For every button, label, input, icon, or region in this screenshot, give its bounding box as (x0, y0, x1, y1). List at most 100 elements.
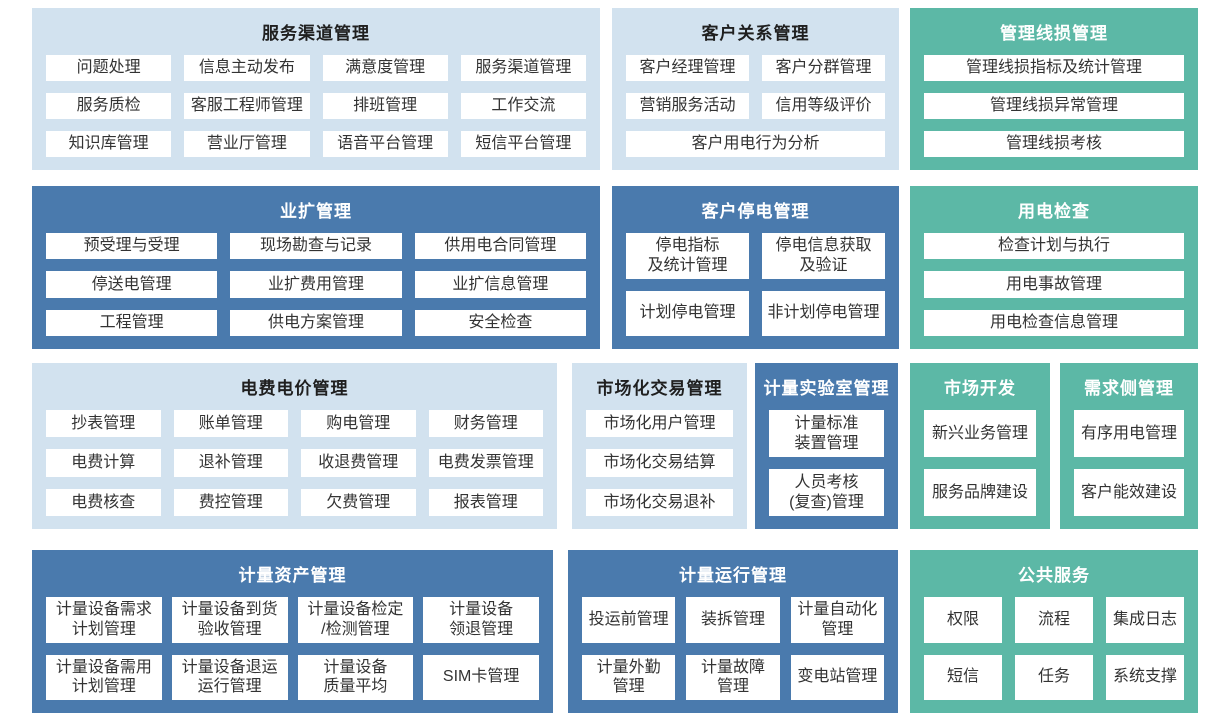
module-grid: 权限 流程 集成日志 短信 任务 系统支撑 (910, 595, 1198, 713)
module-item: 检查计划与执行 (924, 233, 1184, 260)
block-title: 市场开发 (944, 379, 1016, 398)
module-item: 抄表管理 (46, 410, 161, 438)
module-item: 流程 (1015, 597, 1093, 643)
module-item: 短信平台管理 (460, 131, 586, 157)
module-item: 投运前管理 (582, 597, 676, 643)
module-item: 电费核查 (46, 488, 161, 516)
module-item: 计量设备 领退管理 (423, 597, 539, 643)
module-item: 知识库管理 (46, 131, 172, 157)
module-item: 系统支撑 (1106, 654, 1184, 700)
block-title: 客户关系管理 (701, 24, 810, 43)
module-item: 停电信息获取 及验证 (762, 233, 885, 279)
module-item: 安全检查 (414, 309, 586, 336)
module-item: 新兴业务管理 (924, 410, 1036, 457)
module-item: 管理线损考核 (924, 131, 1184, 157)
module-item: 市场化交易退补 (586, 488, 733, 516)
block-billing-pricing: 电费电价管理 抄表管理 账单管理 购电管理 财务管理 电费计算 退补管理 收退费… (32, 363, 557, 529)
block-title: 业扩管理 (280, 202, 352, 221)
module-item: 报表管理 (428, 488, 543, 516)
module-item: 计量设备到货 验收管理 (171, 597, 288, 643)
module-item: 集成日志 (1106, 597, 1184, 643)
module-item: 账单管理 (173, 410, 288, 438)
module-item: 用电事故管理 (924, 271, 1184, 298)
module-item: 短信 (924, 654, 1002, 700)
module-item: 计量自动化 管理 (790, 597, 884, 643)
block-business-expansion: 业扩管理 预受理与受理 现场勘查与记录 供用电合同管理 停送电管理 业扩费用管理… (32, 186, 600, 349)
module-item: 满意度管理 (322, 55, 448, 81)
block-title: 管理线损管理 (1000, 24, 1108, 43)
module-item: 业扩费用管理 (230, 271, 402, 298)
module-item: 财务管理 (428, 410, 543, 438)
module-item: 装拆管理 (686, 597, 780, 643)
module-item: 客户分群管理 (762, 55, 885, 81)
module-item: 业扩信息管理 (414, 271, 586, 298)
module-item: 客服工程师管理 (184, 93, 310, 119)
module-item: 有序用电管理 (1074, 410, 1184, 457)
block-market-trading: 市场化交易管理 市场化用户管理 市场化交易结算 市场化交易退补 (572, 363, 747, 529)
module-item: 计量设备需用 计划管理 (46, 654, 162, 700)
module-grid: 客户经理管理 客户分群管理 营销服务活动 信用等级评价 客户用电行为分析 (612, 53, 899, 170)
module-item: 变电站管理 (790, 654, 884, 700)
module-item: 市场化交易结算 (586, 449, 733, 477)
module-item: 管理线损指标及统计管理 (924, 55, 1184, 81)
module-grid: 计量设备需求 计划管理 计量设备到货 验收管理 计量设备检定 /检测管理 计量设… (32, 595, 553, 713)
block-title: 市场化交易管理 (596, 379, 723, 398)
module-item: 市场化用户管理 (586, 410, 733, 438)
module-item: 客户用电行为分析 (626, 131, 885, 157)
block-market-development: 市场开发 新兴业务管理 服务品牌建设 (910, 363, 1050, 529)
module-item: 营业厅管理 (184, 131, 310, 157)
module-item: 退补管理 (173, 449, 288, 477)
module-item: 计量设备需求 计划管理 (46, 597, 162, 643)
module-item: SIM卡管理 (423, 654, 539, 700)
module-grid: 计量标准 装置管理 人员考核 (复查)管理 (755, 408, 898, 529)
module-item: 信息主动发布 (184, 55, 310, 81)
block-service-channel: 服务渠道管理 问题处理 信息主动发布 满意度管理 服务渠道管理 服务质检 客服工… (32, 8, 600, 170)
module-grid: 管理线损指标及统计管理 管理线损异常管理 管理线损考核 (910, 53, 1198, 170)
block-metering-lab: 计量实验室管理 计量标准 装置管理 人员考核 (复查)管理 (755, 363, 898, 529)
module-item: 预受理与受理 (46, 233, 218, 260)
block-title: 客户停电管理 (701, 202, 810, 221)
block-public-services: 公共服务 权限 流程 集成日志 短信 任务 系统支撑 (910, 550, 1198, 713)
module-item: 现场勘查与记录 (230, 233, 402, 260)
module-item: 计量故障 管理 (686, 654, 780, 700)
block-demand-side: 需求侧管理 有序用电管理 客户能效建设 (1060, 363, 1198, 529)
module-item: 电费发票管理 (428, 449, 543, 477)
module-item: 费控管理 (173, 488, 288, 516)
module-item: 管理线损异常管理 (924, 93, 1184, 119)
block-title: 电费电价管理 (240, 379, 349, 398)
module-item: 欠费管理 (301, 488, 416, 516)
block-customer-relationship: 客户关系管理 客户经理管理 客户分群管理 营销服务活动 信用等级评价 客户用电行… (612, 8, 899, 170)
module-item: 计量设备检定 /检测管理 (297, 597, 414, 643)
block-metering-operation: 计量运行管理 投运前管理 装拆管理 计量自动化 管理 计量外勤 管理 计量故障 … (568, 550, 898, 713)
module-item: 人员考核 (复查)管理 (769, 469, 884, 516)
block-customer-outage: 客户停电管理 停电指标 及统计管理 停电信息获取 及验证 计划停电管理 非计划停… (612, 186, 899, 349)
module-item: 服务渠道管理 (460, 55, 586, 81)
module-item: 服务品牌建设 (924, 469, 1036, 516)
module-item: 停送电管理 (46, 271, 218, 298)
block-power-inspection: 用电检查 检查计划与执行 用电事故管理 用电检查信息管理 (910, 186, 1198, 349)
module-item: 问题处理 (46, 55, 172, 81)
module-grid: 检查计划与执行 用电事故管理 用电检查信息管理 (910, 231, 1198, 349)
module-item: 供电方案管理 (230, 309, 402, 336)
module-item: 计量外勤 管理 (582, 654, 676, 700)
module-item: 供用电合同管理 (414, 233, 586, 260)
block-title: 需求侧管理 (1084, 379, 1174, 398)
block-title: 计量运行管理 (679, 566, 787, 585)
block-title: 计量实验室管理 (763, 379, 890, 398)
module-grid: 预受理与受理 现场勘查与记录 供用电合同管理 停送电管理 业扩费用管理 业扩信息… (32, 231, 600, 349)
module-item: 电费计算 (46, 449, 161, 477)
module-item: 工程管理 (46, 309, 218, 336)
block-metering-assets: 计量资产管理 计量设备需求 计划管理 计量设备到货 验收管理 计量设备检定 /检… (32, 550, 553, 713)
module-grid: 有序用电管理 客户能效建设 (1060, 408, 1198, 529)
module-item: 计划停电管理 (626, 290, 749, 336)
block-title: 计量资产管理 (238, 566, 347, 585)
module-item: 客户能效建设 (1074, 469, 1184, 516)
module-item: 营销服务活动 (626, 93, 749, 119)
module-item: 信用等级评价 (762, 93, 885, 119)
module-item: 语音平台管理 (322, 131, 448, 157)
block-title: 公共服务 (1018, 566, 1090, 585)
module-item: 客户经理管理 (626, 55, 749, 81)
module-item: 排班管理 (322, 93, 448, 119)
module-item: 收退费管理 (301, 449, 416, 477)
